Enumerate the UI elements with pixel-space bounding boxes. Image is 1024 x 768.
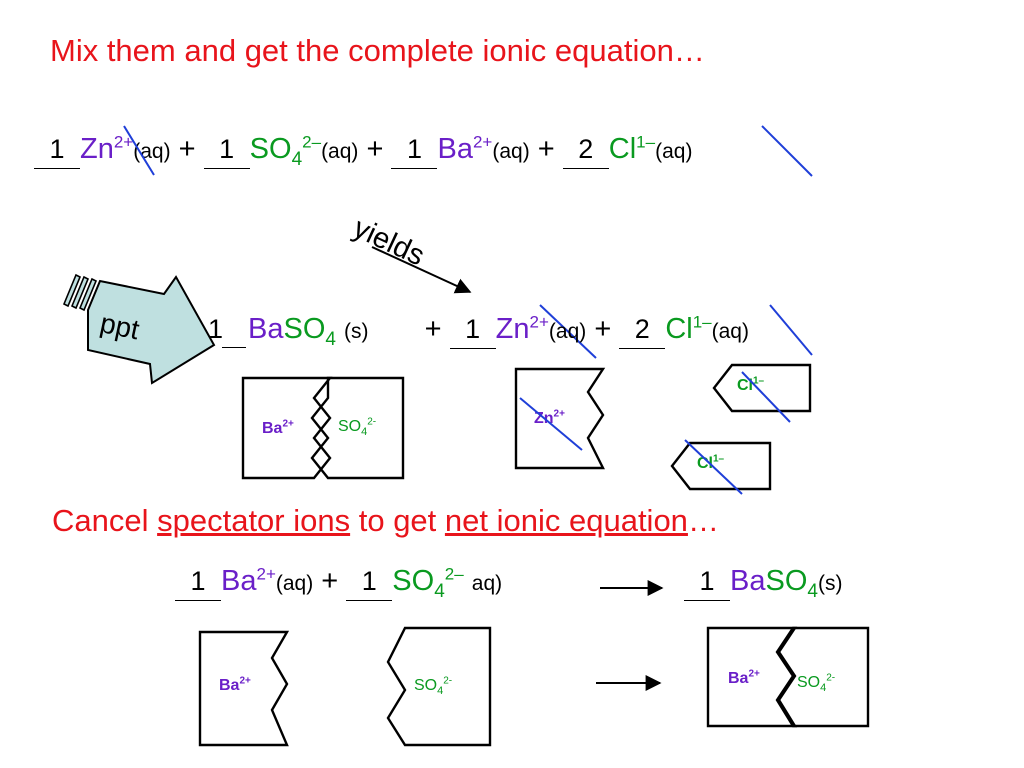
sulfate-ion: SO42– [392,564,464,602]
chloride-ion: Cl1– [608,132,656,165]
coefficient: 2 [562,134,609,169]
sulfate-ion: SO42– [249,132,322,170]
coefficient: 1 [203,134,250,169]
coefficient: 1 [346,566,393,601]
tile-label-sulfate: SO42- [414,675,453,698]
state-aq: (aq) [548,320,587,343]
coefficient: 2 [619,314,666,349]
sulfate-tile [386,626,492,747]
state-aq: (aq) [321,140,359,163]
zinc-ion: Zn2+ [80,132,134,165]
state-aq: (aq) [655,140,693,163]
tile-label-barium: Ba2+ [728,668,760,687]
net-ionic-equation-term: net ionic equation [444,503,688,538]
coefficient: 1 [175,566,221,601]
state-aq: (aq) [492,140,530,163]
yields-arrow-icon [371,246,472,294]
sulfate-tile [310,376,405,480]
barium-ion: Ba2+ [437,132,493,165]
tile-label-sulfate: SO42- [797,672,836,695]
plus-sign: + [424,313,442,345]
coefficient: 1 [449,314,496,349]
barium-tile [706,626,798,728]
plus-sign: + [537,133,555,165]
chloride-tile [712,363,812,413]
state-aq: (aq) [711,320,749,343]
tile-label-chloride: Cl1– [697,453,725,472]
strike-lines [123,125,813,495]
tile-label-chloride: Cl1– [737,375,765,394]
page-title: Mix them and get the complete ionic equa… [50,33,705,68]
strike-chloride-tile-icon [741,371,791,423]
strike-zinc-tile-icon [519,397,583,451]
strike-zinc-icon [539,304,597,359]
barium-ion: Ba2+ [221,564,276,597]
strike-zinc-icon [123,125,155,176]
plus-sign: + [321,565,339,597]
tile-label-barium: Ba2+ [219,675,251,694]
barium-tile [198,630,290,747]
sulfate-in-precipitate: SO4 [283,313,336,350]
plus-sign: + [366,133,384,165]
ppt-arrow-icon [62,273,216,385]
strike-chloride-tile-icon [684,439,743,495]
plus-sign: + [178,133,196,165]
spectator-ions-term: spectator ions [157,503,351,538]
chloride-tile [670,441,772,491]
sulfate-in-precipitate: SO4 [765,565,818,602]
barium-in-precipitate: Ba [248,313,284,345]
strike-chloride-icon [769,304,813,356]
barium-tile [241,376,333,480]
plus-sign: + [594,313,612,345]
state-solid: (s) [344,320,369,343]
coefficient: 1 [34,134,80,169]
tile-label-sulfate: SO42- [338,416,377,439]
coefficient: 1 [684,566,730,601]
sulfate-tile [775,626,870,728]
barium-in-precipitate: Ba [730,565,766,597]
state-aq: aq) [471,572,503,595]
strike-chloride-icon [761,125,813,177]
coefficient: 1 [208,313,248,348]
zinc-tile [514,367,606,470]
coefficient: 1 [391,134,438,169]
chloride-ion: Cl1– [665,312,712,345]
tile-label-barium: Ba2+ [262,418,294,437]
zinc-ion: Zn2+ [495,312,549,345]
state-solid: (s) [817,572,843,595]
state-aq: (aq) [275,572,314,595]
cancel-instruction: Cancel spectator ions to get net ionic e… [52,503,719,538]
